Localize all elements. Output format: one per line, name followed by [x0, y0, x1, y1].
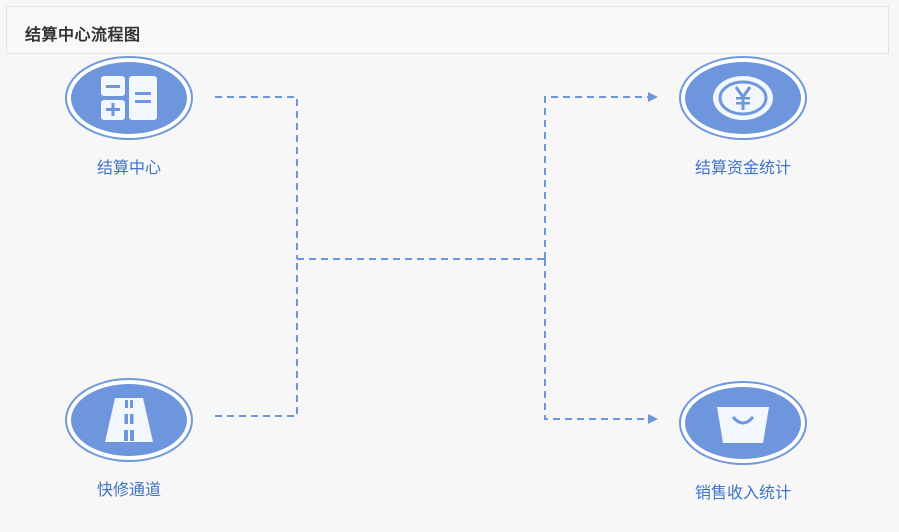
- node-sales-income[interactable]: 销售收入统计: [663, 381, 823, 503]
- page-title: 结算中心流程图: [25, 25, 141, 44]
- sales-income-icon-circle[interactable]: [679, 381, 807, 465]
- road-icon: [105, 398, 153, 442]
- node-settlement-funds[interactable]: 结算资金统计: [663, 56, 823, 178]
- connector-income: [544, 259, 658, 424]
- sales-income-label[interactable]: 销售收入统计: [694, 483, 791, 502]
- yen-coin-icon: [713, 76, 773, 120]
- panel-header: 结算中心流程图: [6, 6, 889, 54]
- connector-quick-repair: [215, 259, 298, 417]
- calculator-icon: [101, 76, 157, 120]
- settlement-center-icon-circle[interactable]: [65, 56, 193, 140]
- connector-funds: [544, 92, 658, 259]
- shopping-bag-icon: [717, 407, 769, 443]
- settlement-funds-icon-circle[interactable]: [679, 56, 807, 140]
- quick-repair-label[interactable]: 快修通道: [96, 480, 161, 499]
- node-settlement-center[interactable]: 结算中心: [49, 56, 209, 178]
- connector-settlement-center: [215, 96, 298, 259]
- settlement-center-label[interactable]: 结算中心: [96, 158, 161, 177]
- quick-repair-icon-circle[interactable]: [65, 378, 193, 462]
- settlement-funds-label[interactable]: 结算资金统计: [694, 158, 791, 177]
- node-quick-repair[interactable]: 快修通道: [49, 378, 209, 500]
